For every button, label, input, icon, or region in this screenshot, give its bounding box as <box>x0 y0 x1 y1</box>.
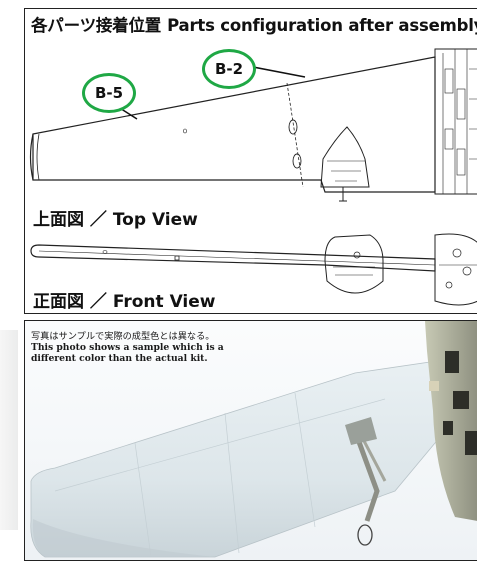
front-view-label: 正面図 ／ Front View <box>33 292 216 312</box>
wing-photo <box>30 360 446 558</box>
page-title: 各パーツ接着位置 Parts configuration after assemb… <box>31 12 477 36</box>
wing-photo-illustration <box>30 321 477 558</box>
photo-disclaimer: 写真はサンプルで実際の成型色とは異なる。 This photo shows a … <box>31 331 224 364</box>
landing-gear-photo <box>345 417 387 546</box>
leader-line-b2 <box>252 66 306 78</box>
gear-front-view-drawing <box>324 234 384 294</box>
fuselage-top-section <box>434 48 477 195</box>
callout-b5: B-5 <box>82 73 136 113</box>
fuselage-photo <box>425 321 477 521</box>
fuselage-front-section <box>434 233 477 306</box>
caption-en-line-1: This photo shows a sample which is a <box>31 342 224 353</box>
title-en: Parts configuration after assembly <box>167 16 477 35</box>
parts-configuration-diagram: 各パーツ接着位置 Parts configuration after assemb… <box>24 8 477 314</box>
gear-bay-drawing <box>320 126 370 188</box>
wing-line-drawings <box>29 48 477 306</box>
callout-b2: B-2 <box>202 49 256 89</box>
top-view-label: 上面図 ／ Top View <box>33 210 198 230</box>
caption-jp: 写真はサンプルで実際の成型色とは異なる。 <box>31 331 215 342</box>
title-jp: 各パーツ接着位置 <box>31 16 162 35</box>
caption-en-line-2: different color than the actual kit. <box>31 353 208 364</box>
left-edge-photo-fragment <box>0 330 18 530</box>
sample-photo: 写真はサンプルで実際の成型色とは異なる。 This photo shows a … <box>24 320 477 561</box>
